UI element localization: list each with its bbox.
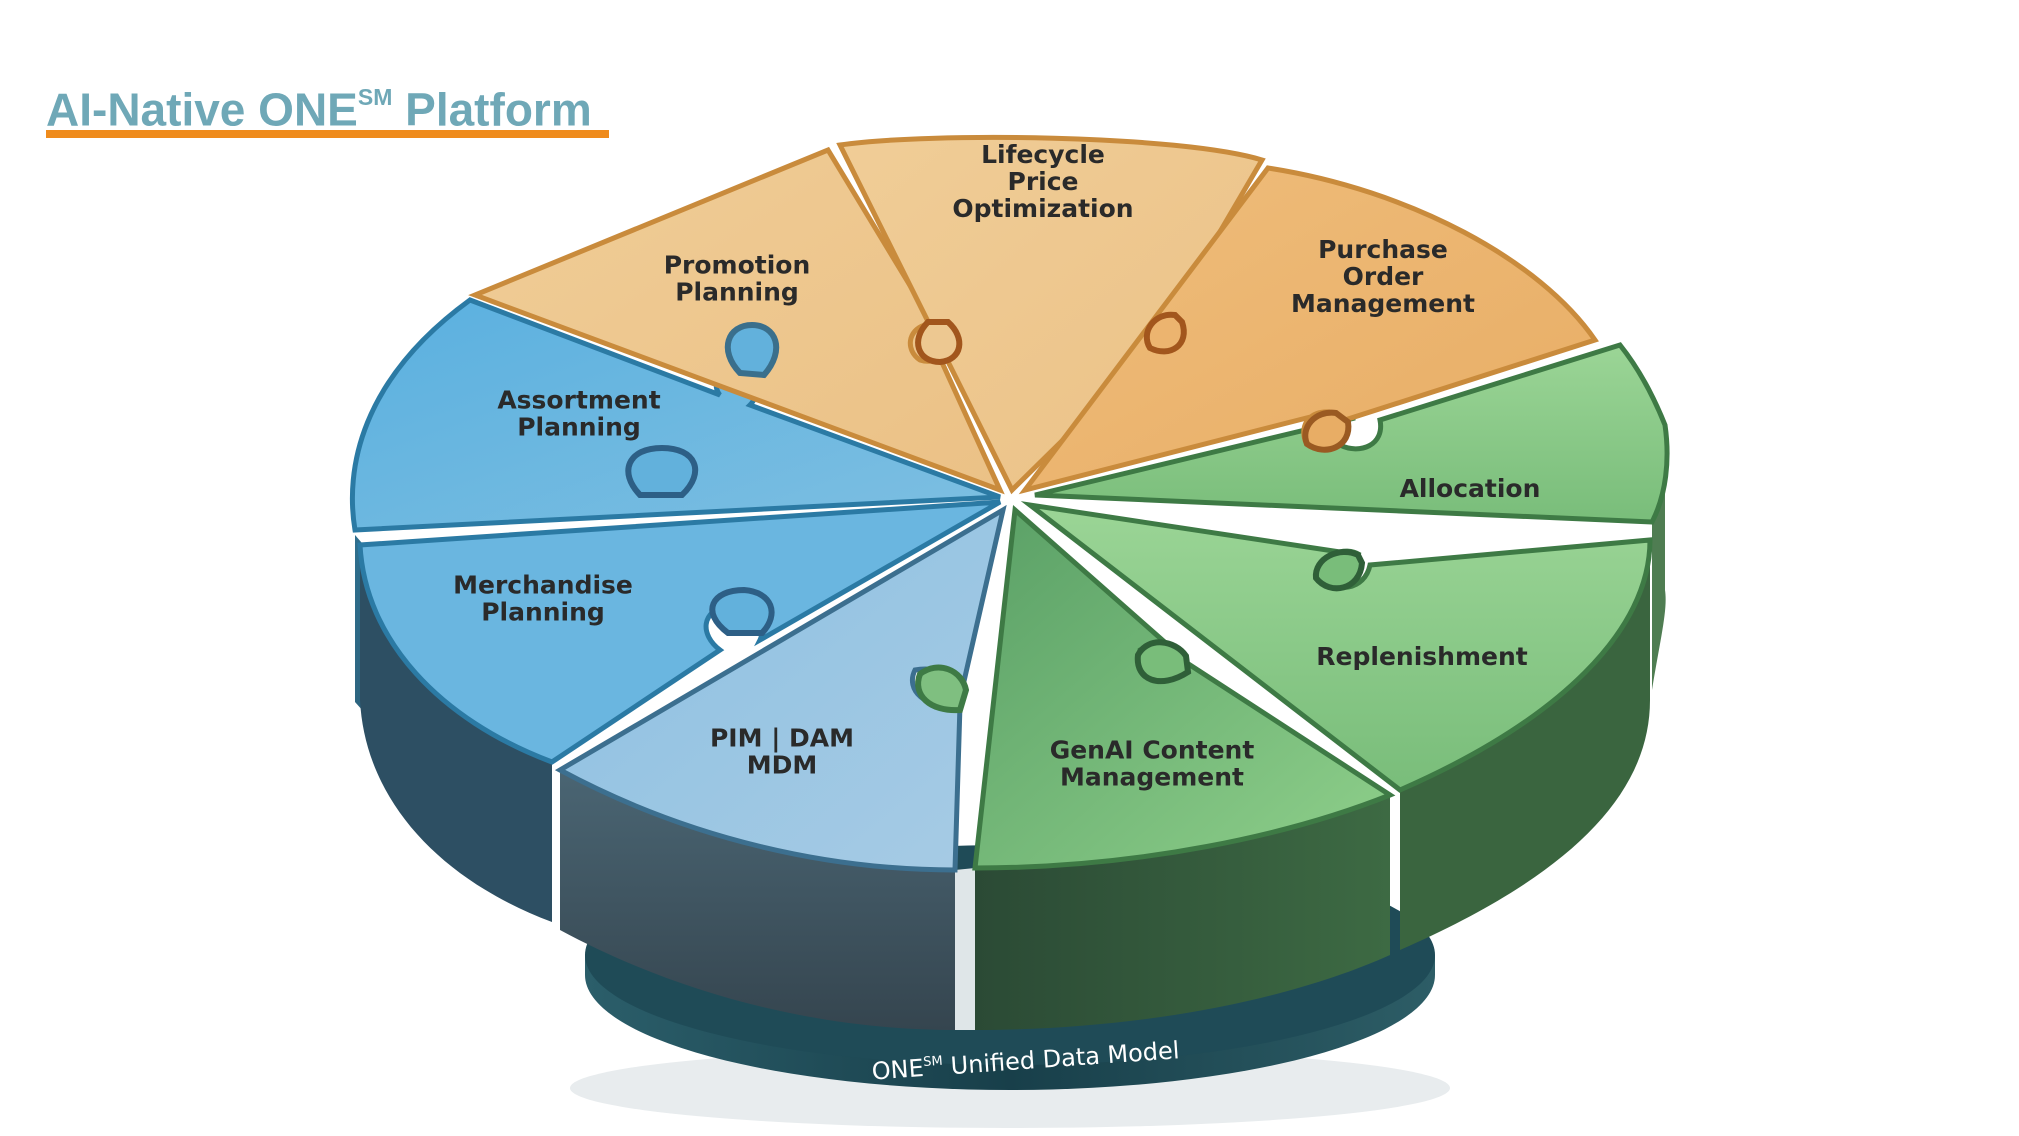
segment-label-line: PIM | DAM [710, 724, 854, 753]
segment-label-replenishment: Replenishment [1316, 642, 1527, 671]
puzzle-knobs [625, 311, 1366, 714]
knob-merchandise-pim [709, 586, 775, 636]
segment-label-line: Promotion [664, 251, 811, 280]
center-gap [955, 868, 975, 1030]
page-title: AI-Native ONESM Platform [46, 70, 592, 140]
knob-lifecycle-purchase [1143, 311, 1187, 355]
base-label-prefix: ONE [871, 1054, 925, 1086]
knob-assortment-merchandise [625, 444, 699, 498]
pie-top-pieces [349, 134, 1670, 873]
knob-genai-replenishment [1134, 639, 1192, 684]
segment-label-line: Price [1008, 167, 1079, 196]
genai-side [975, 795, 1390, 1030]
title-rest: Platform [392, 83, 592, 136]
title-underline [46, 130, 609, 138]
segment-label-line: Optimization [952, 194, 1133, 223]
base-label-sup: SM [923, 1054, 943, 1070]
segment-label-line: Purchase [1318, 235, 1448, 264]
segment-label-line: Allocation [1400, 474, 1541, 503]
segment-label-line: Management [1291, 289, 1475, 318]
segment-label-line: Planning [675, 278, 799, 307]
knob-pim-genai [915, 664, 970, 714]
pim-side [560, 770, 955, 1030]
knob-promotion-lifecycle [915, 319, 963, 366]
segment-label-line: Planning [481, 598, 605, 627]
segment-label-allocation: Allocation [1400, 474, 1541, 503]
knob-promotion-assortment [724, 321, 780, 379]
title-superscript: SM [357, 84, 393, 110]
segment-label-line: MDM [747, 751, 818, 780]
segment-label-line: Management [1060, 763, 1244, 792]
segment-label-line: Planning [517, 413, 641, 442]
knob-replenishment-allocation [1312, 548, 1366, 592]
segment-label-line: Assortment [497, 386, 660, 415]
knob-purchase-allocation [1302, 409, 1352, 453]
segment-label-line: Order [1343, 262, 1424, 291]
segment-label-line: GenAI Content [1050, 736, 1255, 765]
pie-side-walls [355, 425, 1668, 1030]
segment-label-line: Replenishment [1316, 642, 1527, 671]
merchandise-side [360, 545, 552, 922]
segment-label-line: Lifecycle [981, 140, 1105, 169]
segment-label-line: Merchandise [453, 571, 633, 600]
replenishment-side [1400, 540, 1650, 950]
title-main: AI-Native ONE [46, 83, 358, 136]
title-block: AI-Native ONESM Platform [46, 70, 592, 140]
